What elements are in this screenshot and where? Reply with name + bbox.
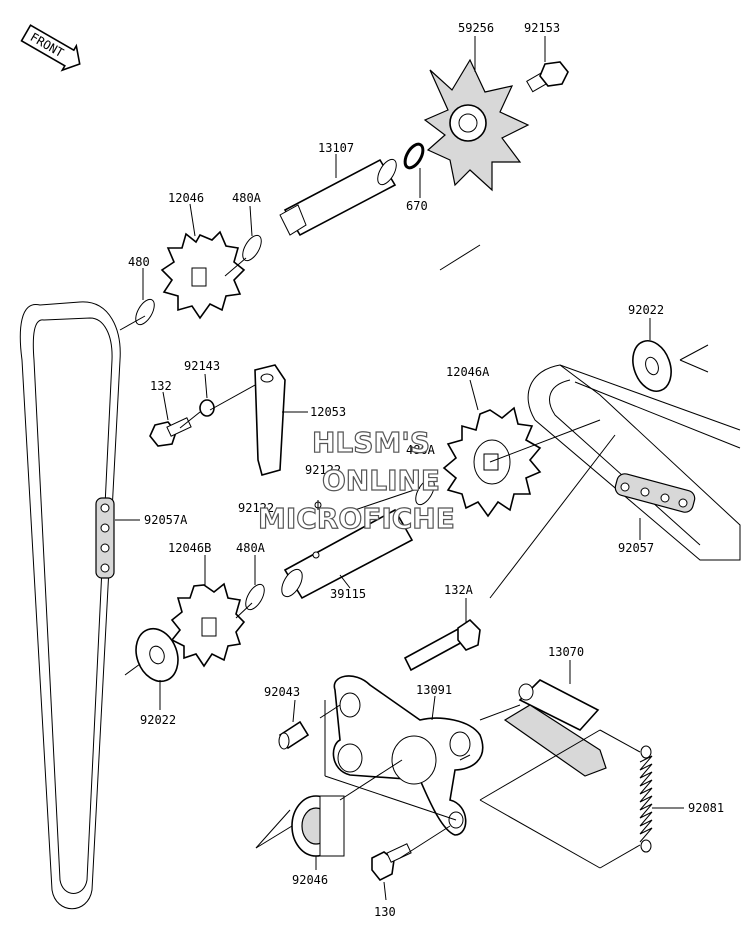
bolt-132 bbox=[149, 417, 192, 447]
label-59256: 59256 bbox=[458, 21, 494, 35]
label-92153: 92153 bbox=[524, 21, 560, 35]
label-480: 480 bbox=[128, 255, 150, 269]
label-92122-b: 92122 bbox=[238, 501, 274, 515]
arm-13091 bbox=[332, 675, 484, 836]
watermark: HLSM'S ONLINE MICROFICHE bbox=[257, 425, 455, 535]
right-chain-loop bbox=[527, 364, 741, 561]
label-92022-right: 92022 bbox=[628, 303, 664, 317]
label-480A-mid: 480A bbox=[406, 443, 436, 457]
pin-92043 bbox=[278, 720, 310, 750]
label-670: 670 bbox=[406, 199, 428, 213]
shaft-39115 bbox=[281, 500, 414, 600]
slider-13070 bbox=[503, 679, 607, 777]
part-labels: 59256 92153 13107 670 12046 480A 480 920… bbox=[128, 21, 724, 919]
circlip-480A-low bbox=[245, 583, 265, 611]
label-92043: 92043 bbox=[264, 685, 300, 699]
sprocket-12046B bbox=[170, 582, 246, 668]
label-92057: 92057 bbox=[618, 541, 654, 555]
label-13091: 13091 bbox=[416, 683, 452, 697]
spring-92081 bbox=[639, 745, 653, 853]
label-130: 130 bbox=[374, 905, 396, 919]
label-132: 132 bbox=[150, 379, 172, 393]
label-13107: 13107 bbox=[318, 141, 354, 155]
watermark-line-3: MICROFICHE bbox=[258, 502, 455, 535]
bearing-92046 bbox=[291, 795, 345, 857]
label-92081: 92081 bbox=[688, 801, 724, 815]
label-13070: 13070 bbox=[548, 645, 584, 659]
label-39115: 39115 bbox=[330, 587, 366, 601]
bolt-130 bbox=[371, 843, 412, 882]
label-92046: 92046 bbox=[292, 873, 328, 887]
label-12053: 12053 bbox=[310, 405, 346, 419]
bolt-132A bbox=[403, 618, 481, 672]
oring-670 bbox=[403, 142, 425, 170]
leader-lines bbox=[115, 36, 709, 901]
bolt-92153 bbox=[526, 61, 569, 93]
label-12046: 12046 bbox=[168, 191, 204, 205]
label-92022-left: 92022 bbox=[140, 713, 176, 727]
front-arrow-badge: FRONT bbox=[20, 24, 81, 72]
label-12046B: 12046B bbox=[168, 541, 211, 555]
shaft-13107 bbox=[279, 158, 397, 237]
chain-link-92057 bbox=[614, 473, 696, 513]
sprocket-12046 bbox=[160, 230, 246, 320]
circlip-480 bbox=[135, 298, 155, 326]
plate-12053 bbox=[254, 364, 286, 476]
washer-92022-left bbox=[135, 627, 179, 683]
label-480A-low: 480A bbox=[236, 541, 266, 555]
left-chain-loop bbox=[19, 301, 121, 910]
watermark-line-1: HLSM'S bbox=[312, 426, 430, 459]
washer-92022-right bbox=[632, 340, 672, 392]
label-92057A: 92057A bbox=[144, 513, 188, 527]
watermark-line-2: ONLINE bbox=[322, 464, 440, 497]
sprocket-12046A bbox=[442, 406, 542, 518]
label-480A-top: 480A bbox=[232, 191, 262, 205]
circlip-480A-top bbox=[242, 234, 262, 262]
sprocket-59256 bbox=[423, 58, 530, 192]
chain-link-92057A bbox=[95, 497, 115, 579]
collar-92143 bbox=[199, 399, 215, 417]
label-92143: 92143 bbox=[184, 359, 220, 373]
label-12046A: 12046A bbox=[446, 365, 490, 379]
label-92122-a: 92122 bbox=[305, 463, 341, 477]
label-132A: 132A bbox=[444, 583, 474, 597]
